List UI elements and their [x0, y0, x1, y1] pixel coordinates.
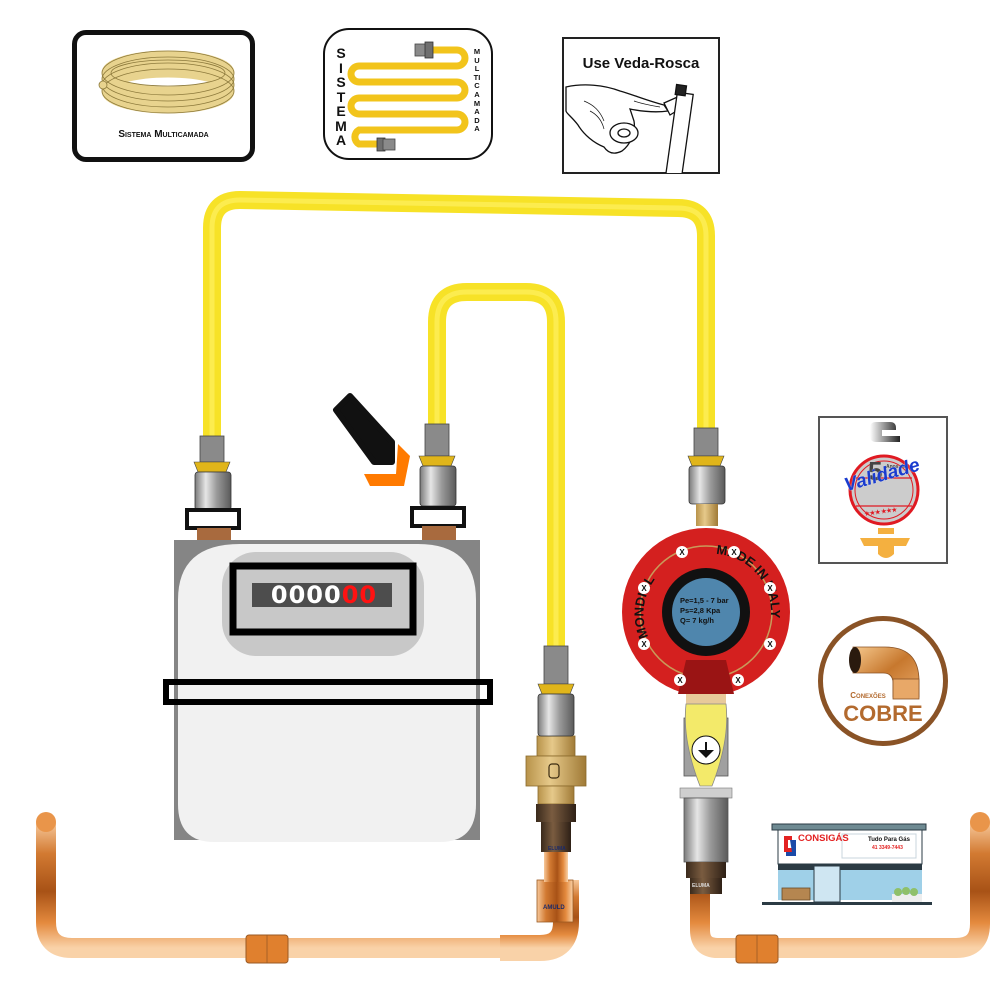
veda-rosca-title: Use Veda-Rosca [582, 55, 700, 72]
copper-coupling-right [735, 934, 779, 964]
screw-icon: X [764, 638, 776, 650]
yellow-flex-hose-inner [428, 283, 565, 646]
hose-fitting-meter-outlet-top [410, 423, 466, 540]
hand-sealing-tape-icon [565, 83, 694, 173]
yellow-ball-valve [679, 703, 733, 894]
meter-counter: 000000 [254, 581, 394, 609]
screw-icon: X [676, 546, 688, 558]
copper-pipe-left [36, 812, 520, 958]
svg-text:X: X [735, 676, 741, 685]
sistema-vertical-label: SISTEMA [335, 45, 347, 148]
elbow-fitting-label: AMULD [543, 905, 565, 911]
hose-fitting-regulator-inlet [687, 427, 726, 526]
gas-regulator [622, 528, 790, 704]
cobre-big-label: COBRE [843, 701, 923, 726]
regulator-screws: X X X X X X X X [638, 546, 776, 686]
flexible-hose-icon [347, 41, 469, 152]
hose-fitting-meter-inlet [185, 435, 241, 540]
hose-fitting-meter-outlet [537, 645, 575, 737]
screw-icon: X [728, 546, 740, 558]
copper-elbow-icon [849, 646, 920, 700]
yellow-flex-hose-outer [203, 190, 715, 440]
store-brand: CONSIGÁS [798, 833, 849, 844]
regulator-specs: Pe=1,5 - 7 bar Ps=2,8 Kpa Q= 7 kg/h [680, 596, 740, 626]
validade-number: 5 [868, 456, 883, 486]
cobre-small-label: Conexões [850, 691, 886, 700]
screw-icon: X [638, 638, 650, 650]
validade-badge: 5 Anos de Validade ★★★ ★★★ [818, 416, 948, 564]
svg-text:X: X [767, 640, 773, 649]
screw-icon: X [674, 674, 686, 686]
pointer-arrow-icon [333, 393, 410, 486]
screw-icon: X [638, 582, 650, 594]
gas-meter [163, 540, 493, 842]
multicamada-coil-badge: Sistema Multicamada [72, 30, 255, 162]
coupling-fitting-label: ELUMA [692, 883, 710, 889]
regulator-labels: MONDIAL MADE IN ITALY X X X X X X X X [631, 542, 783, 686]
multicamada-vertical-label: MULTICAMADA [473, 47, 481, 134]
multicamada-coil-label: Sistema Multicamada [118, 129, 209, 140]
veda-rosca-badge: Use Veda-Rosca [562, 37, 720, 174]
copper-pipe-right [690, 812, 990, 958]
validade-small-text: Anos de [886, 464, 906, 470]
store-tagline: Tudo Para Gás [868, 837, 910, 843]
copper-coupling-left [245, 934, 289, 964]
copper-elbow [500, 852, 579, 961]
multicamada-hose-badge: SISTEMA MULTICAMADA [323, 28, 493, 160]
pipe-coil-icon [98, 50, 235, 114]
svg-text:X: X [767, 584, 773, 593]
storefront-icon [762, 823, 932, 905]
svg-text:X: X [679, 548, 685, 557]
screw-icon: X [732, 674, 744, 686]
meter-digits-white: 0000 [270, 581, 342, 609]
validade-seal-icon [848, 422, 920, 558]
brass-ball-valve [525, 735, 587, 852]
regulator-spec-line: Q= 7 kg/h [680, 616, 714, 625]
screw-icon: X [764, 582, 776, 594]
consigas-store: CONSIGÁS Tudo Para Gás 41 3349-7443 [760, 820, 936, 908]
cobre-badge: Conexões COBRE [818, 616, 948, 746]
store-phone: 41 3349-7443 [872, 845, 903, 851]
regulator-spec-line: Pe=1,5 - 7 bar [680, 596, 729, 605]
meter-digits-red: 00 [341, 581, 378, 609]
svg-text:X: X [641, 584, 647, 593]
brass-fitting-label: ELUMA [548, 846, 566, 852]
svg-text:X: X [731, 548, 737, 557]
svg-text:X: X [677, 676, 683, 685]
svg-text:X: X [641, 640, 647, 649]
regulator-spec-line: Ps=2,8 Kpa [680, 606, 721, 615]
